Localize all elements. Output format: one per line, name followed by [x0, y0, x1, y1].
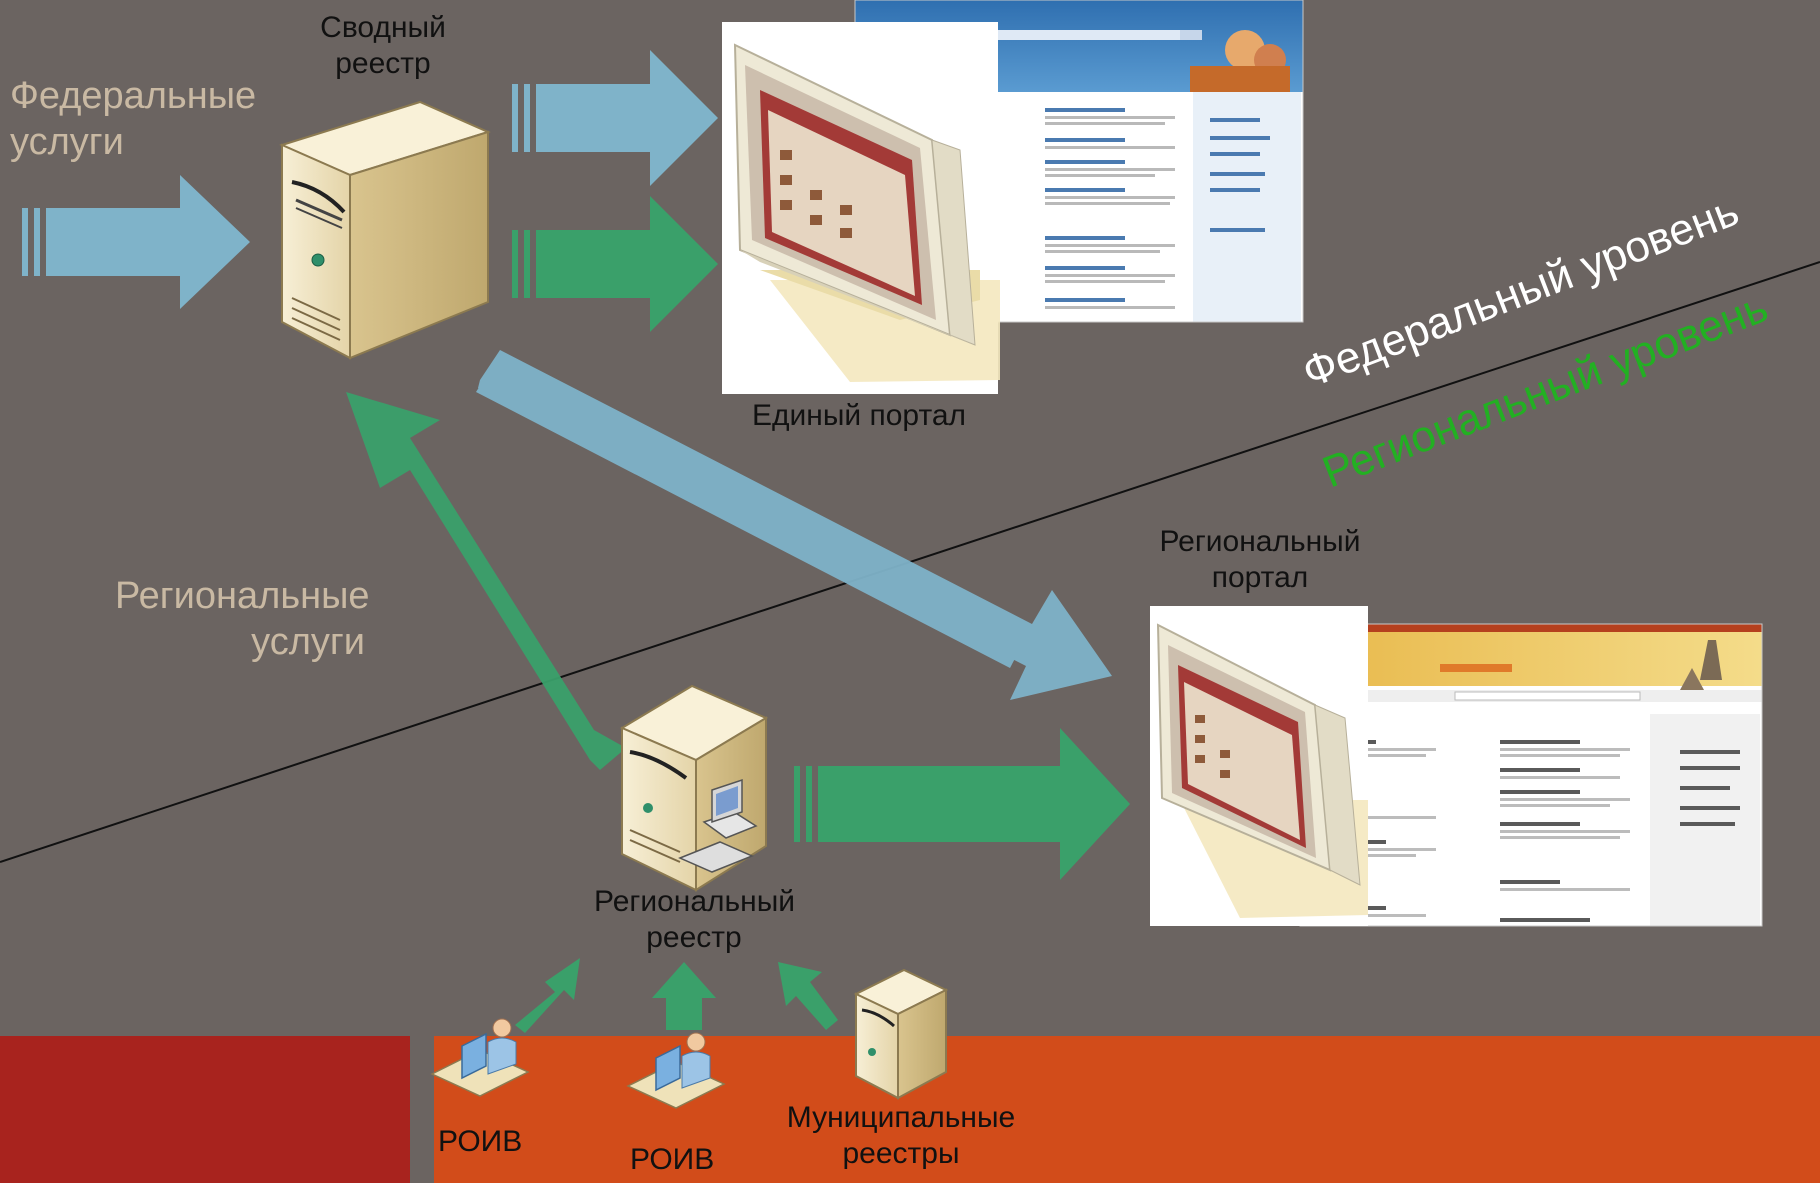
workstation-user-icon — [430, 1018, 530, 1097]
arrow-municipal-to-regional — [778, 962, 838, 1030]
monitor-icon — [1150, 606, 1368, 926]
federal-level-label: Федеральный уровень — [1296, 186, 1745, 397]
arrow-roiv2-to-regional — [652, 962, 716, 1030]
arrow-green-to-svodny — [346, 392, 626, 770]
regional-portal-screenshot — [1299, 623, 1763, 927]
server-icon — [853, 968, 949, 1100]
regional-level-label: Региональный уровень — [1316, 282, 1774, 497]
monitor-icon — [722, 22, 1000, 394]
arrow-blue-to-edinyi-portal — [512, 50, 718, 186]
arrow-roiv1-to-regional — [515, 958, 580, 1033]
workstation-user-icon — [626, 1032, 726, 1109]
arrow-blue-to-regional-portal — [476, 350, 1112, 700]
arrow-federal-in — [22, 175, 250, 309]
edinyi-portal-label: Единый портал — [752, 399, 967, 432]
roiv-label-2: РОИВ — [630, 1143, 715, 1176]
arrow-green-to-edinyi-portal — [512, 196, 718, 332]
roiv-label-1: РОИВ — [438, 1125, 523, 1158]
bottom-bar-left — [0, 1036, 410, 1183]
computer-icon — [678, 778, 758, 873]
federal-portal-screenshot — [854, 0, 1304, 323]
server-icon — [279, 100, 491, 360]
arrow-green-regional-to-portal — [794, 728, 1130, 880]
